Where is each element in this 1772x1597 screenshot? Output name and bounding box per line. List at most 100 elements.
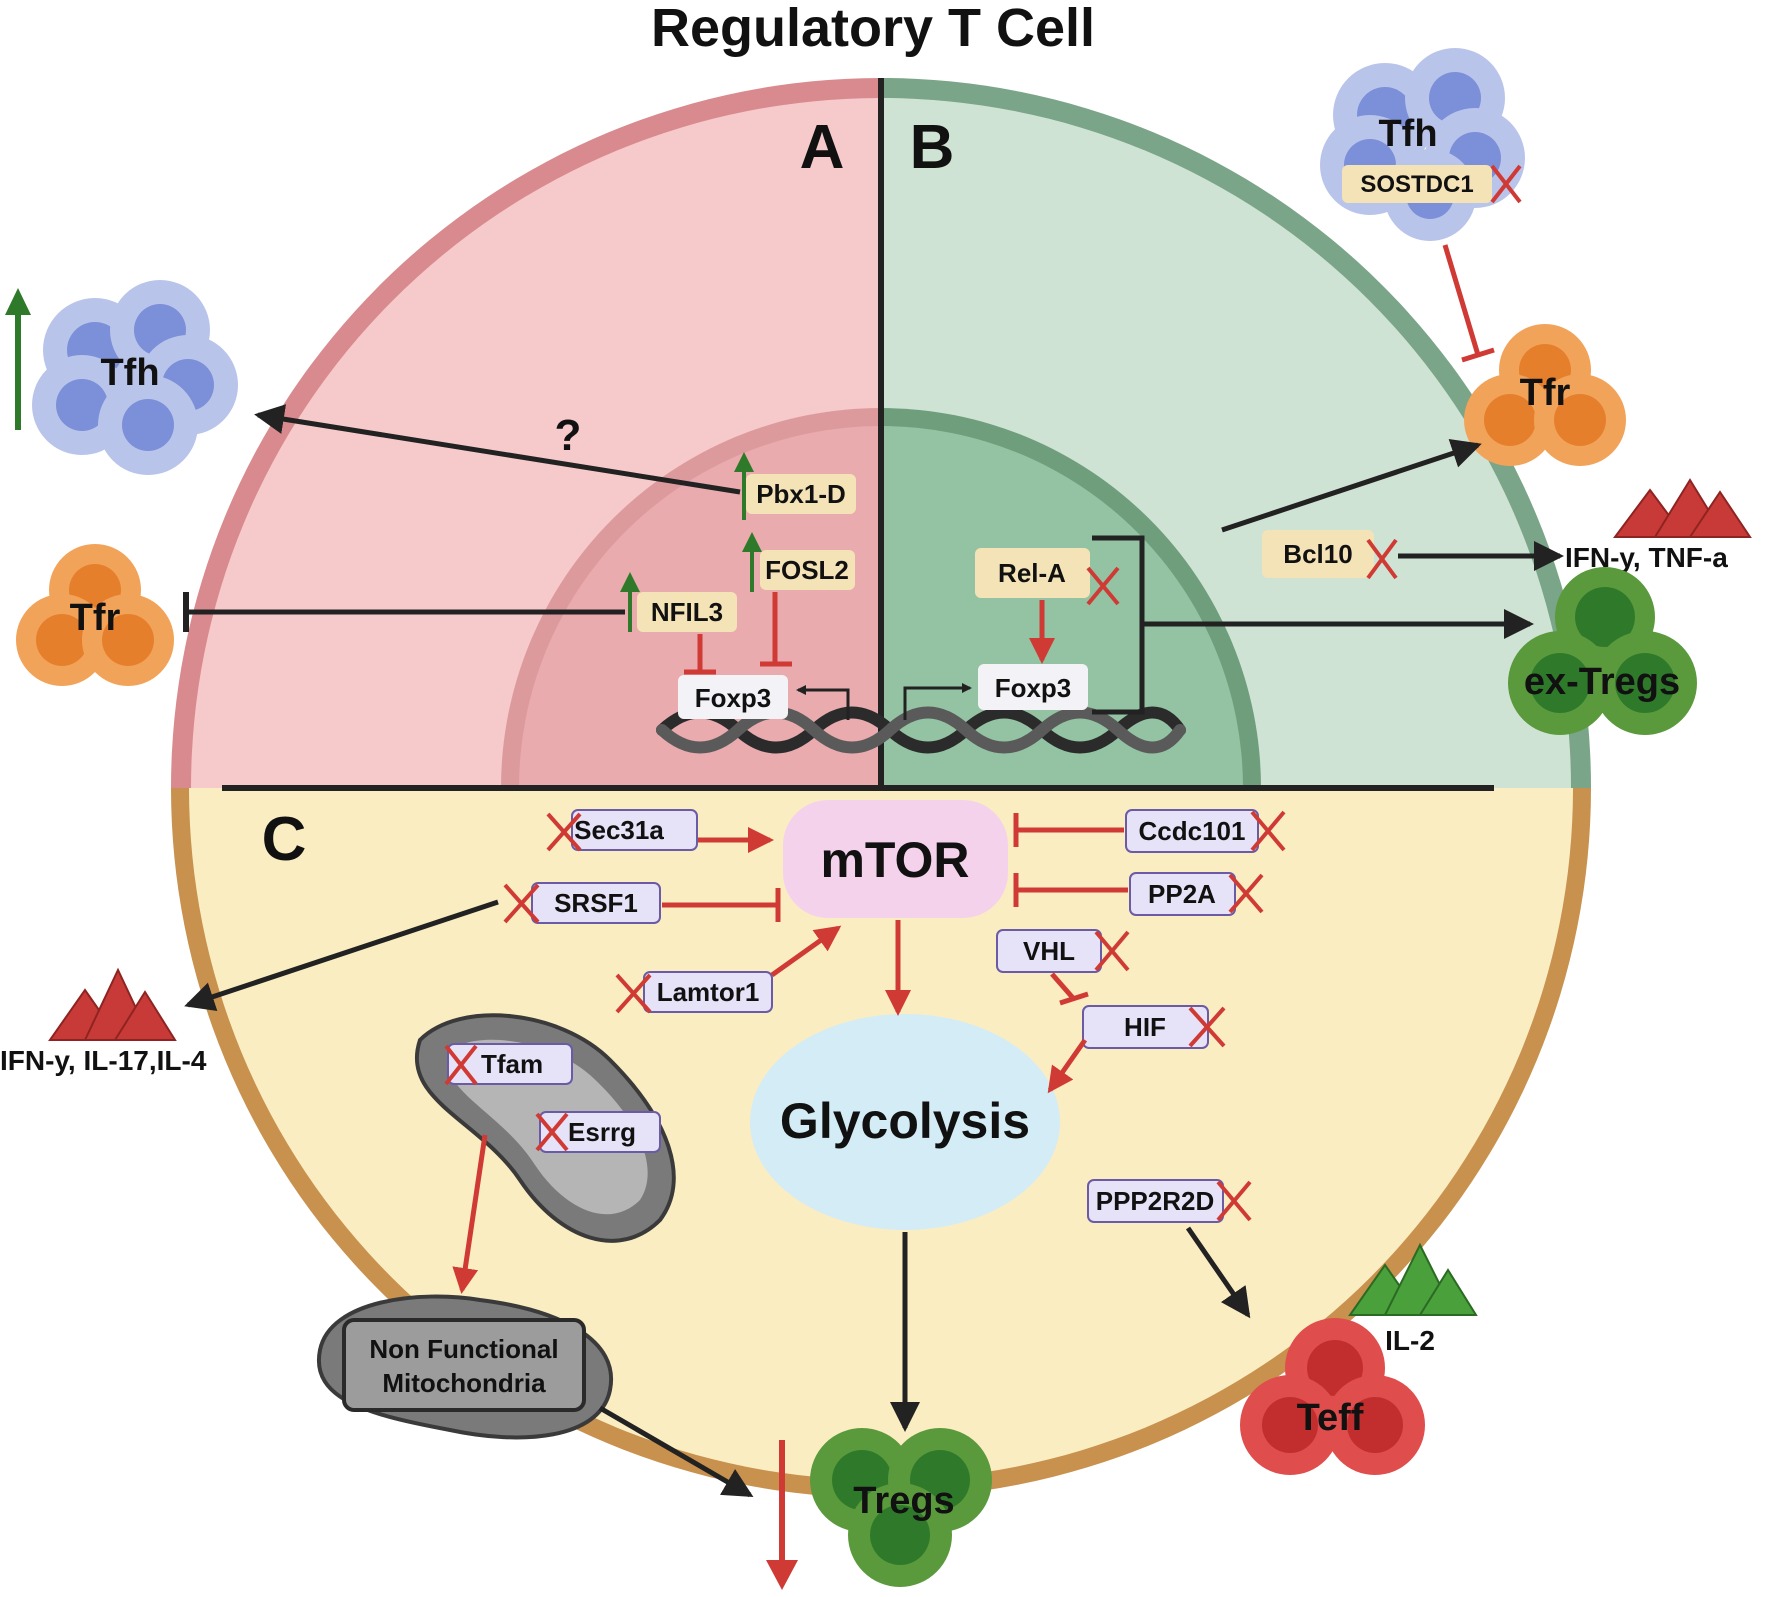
panel-b-region (881, 78, 1591, 788)
pbx1d-label: Pbx1-D (756, 479, 846, 509)
cytokines-right: IFN-y, TNF-a (1565, 542, 1728, 573)
panel-label-a: A (800, 113, 845, 182)
sec31a-box (571, 809, 698, 851)
srsf1-label: SRSF1 (554, 888, 638, 918)
up-arrow-icon (734, 452, 754, 520)
down-arrow-icon (766, 1440, 798, 1590)
tfh-cell-label-right: Tfh (1378, 113, 1437, 155)
nonfunctional-mito-line1: Non Functional (369, 1334, 558, 1364)
tfh-cell-cluster-right: Tfh (1320, 48, 1525, 241)
esrrg-box (539, 1111, 661, 1153)
to-tfr-arrow (1221, 438, 1482, 533)
knockout-x-icon (444, 1044, 478, 1086)
foxp3-promoter-arrow-a (796, 685, 850, 720)
pbx1d-box (746, 474, 856, 514)
knockout-x-icon (1216, 1180, 1252, 1222)
esrrg-label: Esrrg (568, 1117, 636, 1147)
nonfunctional-mito-line2: Mitochondria (382, 1368, 546, 1398)
srsf1-box (531, 882, 661, 924)
tfr-cell-cluster-right: Tfr (1464, 324, 1626, 466)
vhl-label: VHL (1023, 936, 1075, 966)
mtor-node (783, 800, 1008, 918)
ppp2r2d-to-teff-arrow (1185, 1226, 1251, 1319)
knockout-x-icon (1086, 566, 1120, 606)
tfr-cell-label-right: Tfr (1520, 372, 1571, 414)
nfil3-label: NFIL3 (651, 597, 723, 627)
sostdc1-inhibits-tfr (1442, 244, 1495, 363)
glycolysis-node (750, 1014, 1060, 1230)
nfil3-inhibits-foxp3 (684, 634, 716, 675)
panel-label-b: B (910, 113, 955, 182)
nonfunctional-to-tregs-arrow (598, 1405, 754, 1498)
pp2a-label: PP2A (1148, 879, 1216, 909)
ppp2r2d-label: PPP2R2D (1096, 1186, 1215, 1216)
foxp3-promoter-arrow-b (903, 683, 972, 720)
tfh-cell-label-left: Tfh (100, 352, 159, 394)
tfh-cell-cluster-left: Tfh (32, 280, 238, 475)
vhl-box (996, 929, 1102, 973)
fosl2-inhibits-foxp3 (760, 592, 792, 667)
rela-box (975, 548, 1090, 598)
ex-tregs-label: ex-Tregs (1524, 661, 1680, 703)
pp2a-inhibits-mtor (1013, 873, 1128, 907)
dna-helix-icon (656, 706, 1186, 754)
glycolysis-label: Glycolysis (780, 1093, 1030, 1149)
hif-label: HIF (1124, 1012, 1166, 1042)
knockout-x-icon (1228, 873, 1264, 914)
sec31a-label: Sec31a (574, 815, 664, 845)
tfam-box (447, 1043, 573, 1085)
fosl2-label: FOSL2 (765, 555, 849, 585)
lamtor1-box (643, 971, 773, 1013)
tfr-cell-cluster-left: Tfr (16, 544, 174, 686)
nonfunctional-mitochondria-icon (316, 1294, 614, 1440)
mito-to-nonfunctional-arrow (452, 1134, 488, 1294)
ccdc101-box (1125, 809, 1259, 853)
up-arrow-icon (620, 572, 640, 632)
ccdc101-inhibits-mtor (1013, 813, 1124, 847)
fosl2-box (760, 550, 855, 590)
up-arrow-icon (742, 532, 762, 592)
mtor-label: mTOR (820, 832, 969, 888)
rela-label: Rel-A (998, 558, 1066, 588)
sostdc1-box (1342, 165, 1492, 203)
sostdc1-label: SOSTDC1 (1360, 171, 1473, 198)
knockout-x-icon (1188, 1006, 1226, 1048)
teff-label: Teff (1297, 1397, 1364, 1439)
tregs-label: Tregs (853, 1480, 954, 1522)
diagram-title: Regulatory T Cell (651, 0, 1095, 58)
hif-to-glycolysis-arrow (1047, 1038, 1088, 1094)
ppp2r2d-box (1087, 1179, 1224, 1223)
ex-tregs-cell-cluster: ex-Tregs (1508, 567, 1697, 735)
up-arrow-icon (5, 288, 31, 430)
foxp3-label-b: Foxp3 (995, 673, 1072, 703)
pp2a-box (1129, 872, 1236, 916)
vhl-inhibits-hif (1050, 972, 1089, 1006)
lamtor1-to-mtor-arrow (770, 925, 842, 978)
unknown-mechanism-question: ? (555, 411, 582, 460)
srsf1-inhibits-mtor (662, 888, 781, 922)
tfr-cell-label-left: Tfr (70, 597, 121, 639)
knockout-x-icon (1366, 538, 1398, 580)
bcl10-box (1262, 530, 1374, 578)
foxp3-label-a: Foxp3 (695, 683, 772, 713)
cytokine-triangle-icon (1348, 1242, 1478, 1316)
lamtor1-label: Lamtor1 (657, 977, 760, 1007)
il2-label: IL-2 (1385, 1325, 1435, 1356)
knockout-x-icon (1250, 810, 1286, 852)
cytokine-triangle-icon (48, 967, 177, 1041)
cytokine-triangle-icon (1613, 478, 1752, 538)
knockout-x-icon (535, 1112, 569, 1152)
nfil3-box (637, 592, 737, 632)
foxp3-box-b (978, 664, 1088, 710)
foxp3-box-a (678, 675, 788, 719)
panel-label-c: C (262, 805, 307, 874)
knockout-x-icon (615, 973, 652, 1014)
bcl10-label: Bcl10 (1283, 539, 1352, 569)
srsf1-to-cytokines-arrow (184, 899, 499, 1012)
knockout-x-icon (503, 883, 540, 924)
tregs-cell-cluster: Tregs (810, 1428, 992, 1587)
tfam-label: Tfam (481, 1049, 543, 1079)
cytokines-left: IFN-y, IL-17,IL-4 (0, 1045, 207, 1076)
knockout-x-icon (1490, 164, 1522, 204)
